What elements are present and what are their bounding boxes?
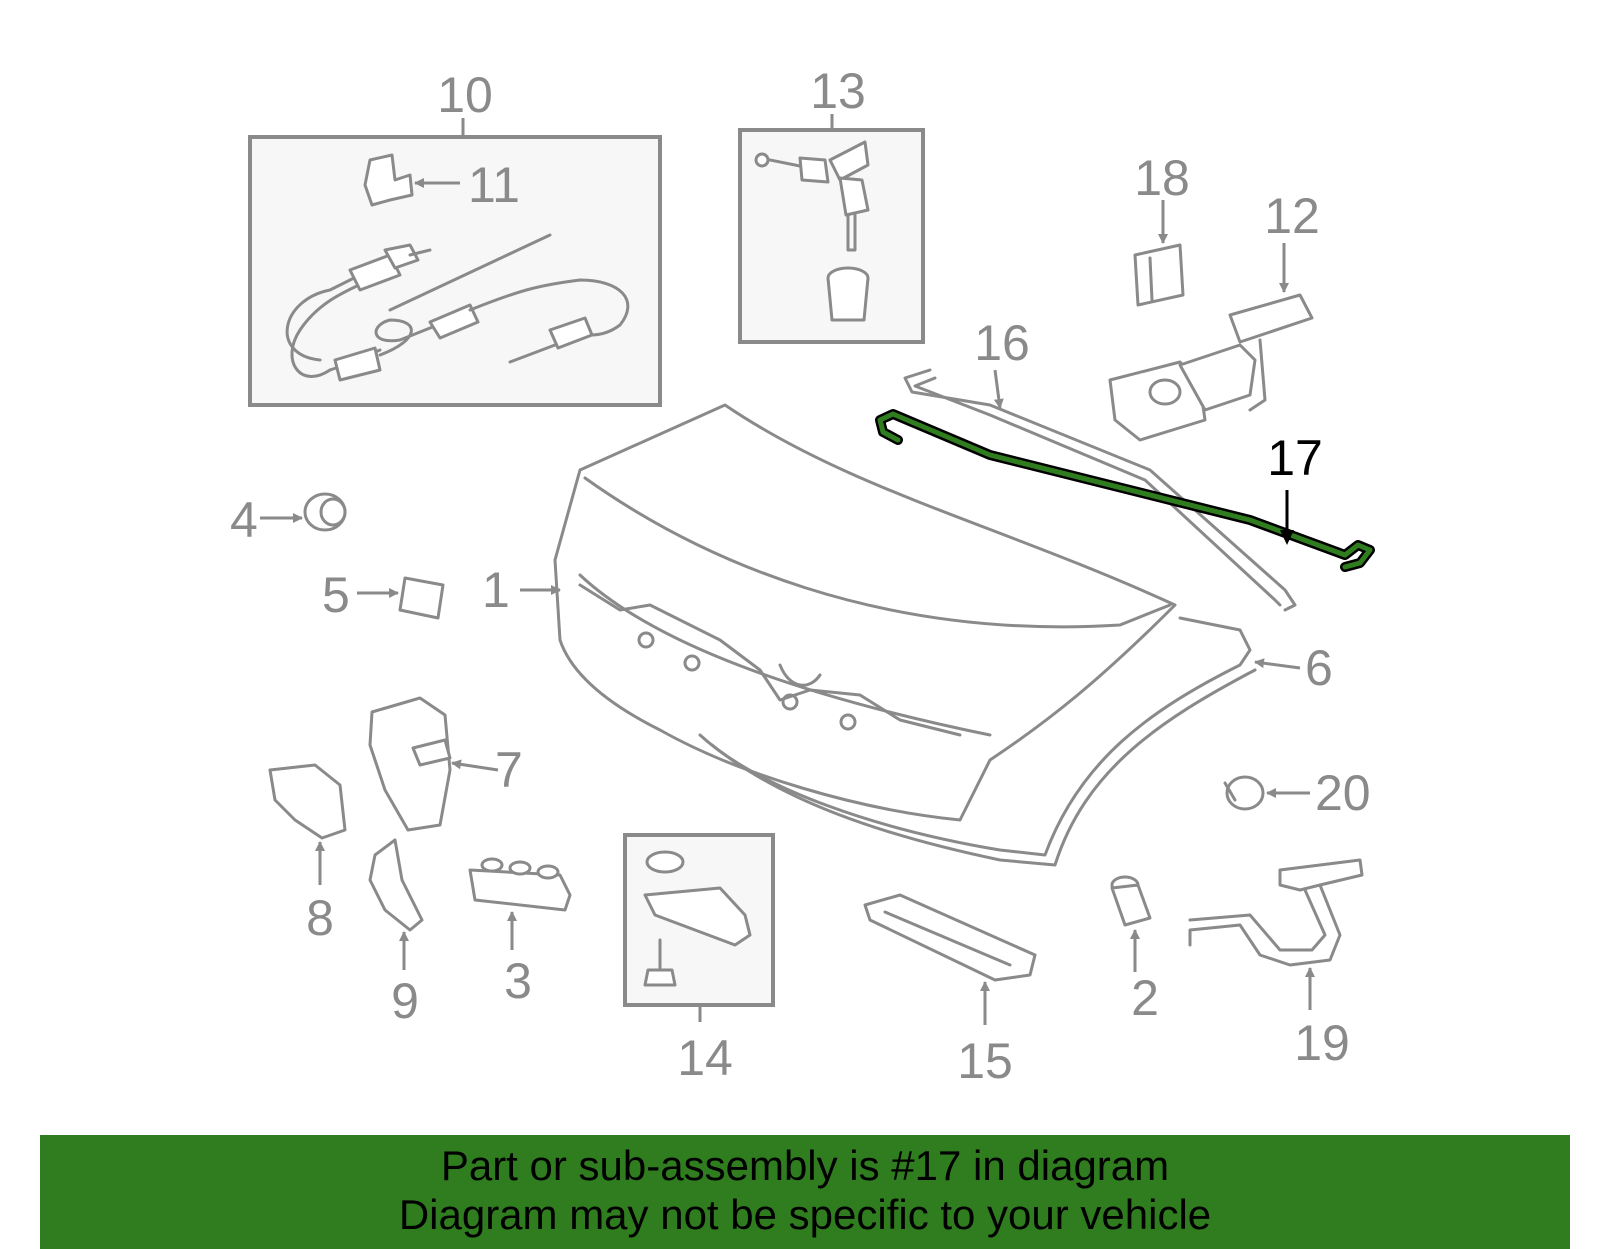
label-part-18: 18 [1134,150,1190,206]
label-part-12: 12 [1264,188,1320,244]
label-part-8: 8 [306,890,334,946]
part-17-torsion-rod [875,409,1375,572]
label-part-4: 4 [230,492,258,548]
label-part-10: 10 [437,67,493,123]
label-part-11: 11 [468,157,520,213]
label-part-5: 5 [322,567,350,623]
banner-line-disclaimer: Diagram may not be specific to your vehi… [398,1191,1212,1238]
label-part-14: 14 [677,1030,733,1086]
part-5 [357,576,445,620]
part-7 [368,696,499,832]
part-10-box [248,118,662,407]
label-part-20: 20 [1315,765,1371,821]
label-part-15: 15 [957,1033,1013,1089]
part-9 [368,838,424,970]
part-19-hinge [1188,858,1364,1010]
label-part-9: 9 [391,973,419,1029]
info-banner: Part or sub-assembly is #17 in diagram D… [40,1135,1570,1249]
part-15 [863,893,1037,1025]
label-part-2: 2 [1131,970,1159,1026]
part-3 [468,857,572,950]
part-13-box [738,114,925,344]
label-part-7: 7 [495,742,523,798]
part-1-trunk-lid [520,403,1177,822]
label-part-19: 19 [1294,1015,1350,1071]
part-6-weatherstrip [698,616,1301,867]
part-14-box [623,833,775,1022]
banner-line-part-number: Part or sub-assembly is #17 in diagram [440,1142,1170,1189]
label-part-16: 16 [974,315,1030,371]
label-part-17: 17 [1267,430,1323,486]
label-part-1: 1 [482,562,510,618]
part-18 [1133,200,1185,307]
part-2 [1110,875,1152,972]
part-12 [1108,243,1314,442]
part-20 [1223,775,1310,811]
label-part-13: 13 [810,63,866,119]
label-part-6: 6 [1305,640,1333,696]
part-4 [260,492,347,532]
part-8 [268,763,347,885]
part-16 [903,368,1297,612]
label-part-3: 3 [504,953,532,1009]
